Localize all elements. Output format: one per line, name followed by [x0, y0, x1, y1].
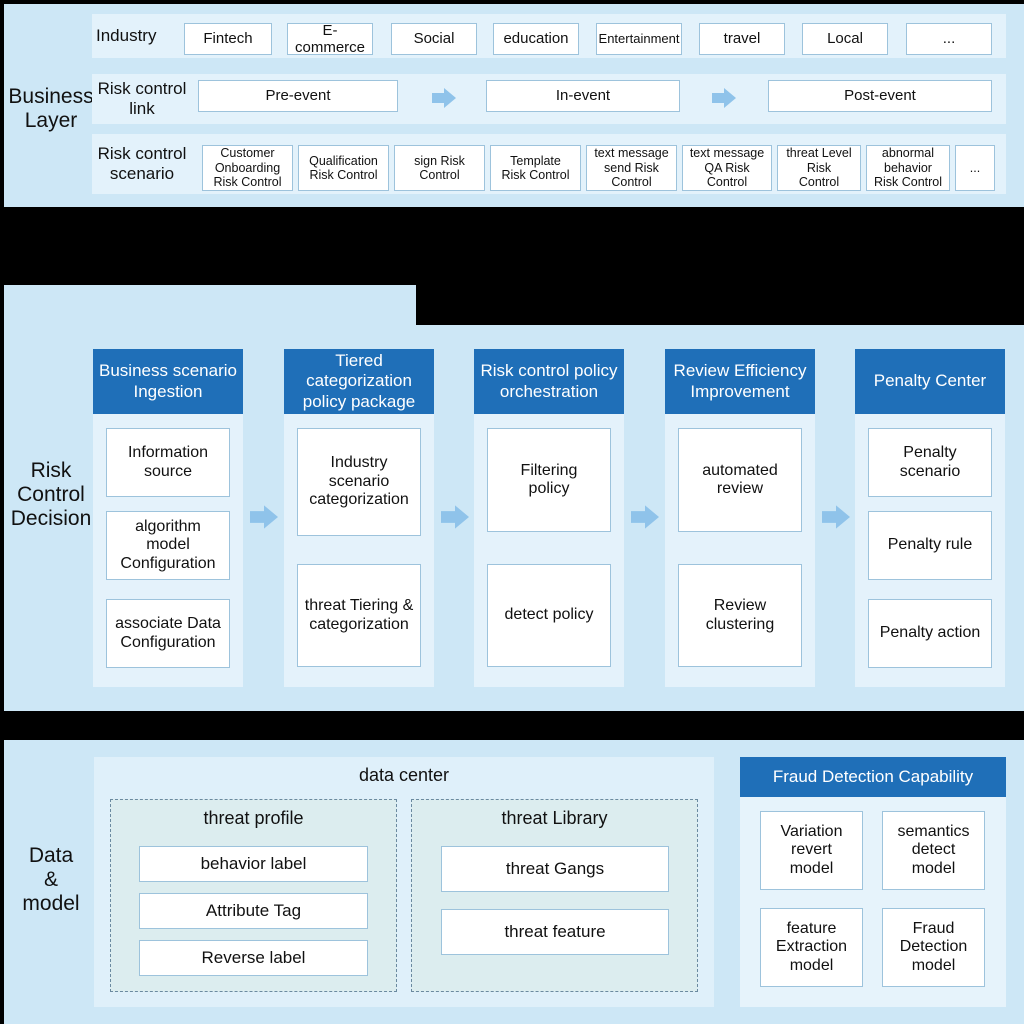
industry-item: Entertainment [596, 23, 682, 55]
threat-feature-box: threat feature [441, 909, 669, 955]
industry-item: travel [699, 23, 785, 55]
decision-column-title: Penalty Center [855, 349, 1005, 414]
threat-profile-title: threat profile [203, 808, 304, 828]
arrow-right-icon [432, 88, 456, 108]
threat-profile-group: threat profile behavior label Attribute … [110, 799, 397, 992]
scenario-item: ... [955, 145, 995, 191]
threat-library-group: threat Library threat Gangs threat featu… [411, 799, 698, 992]
threat-library-title: threat Library [501, 808, 608, 828]
data-center-panel: data center threat profile behavior labe… [94, 757, 714, 1007]
arrow-right-icon [822, 505, 850, 529]
arrow-right-icon [631, 505, 659, 529]
link-post-event: Post-event [768, 80, 992, 112]
arrow-right-icon [250, 505, 278, 529]
attribute-tag-box: Attribute Tag [139, 893, 368, 929]
behavior-label-box: behavior label [139, 846, 368, 882]
data-layer-label: Data&model [22, 843, 80, 916]
industry-item: ... [906, 23, 992, 55]
decision-item: threat Tiering &categorization [297, 564, 421, 667]
threat-gangs-box: threat Gangs [441, 846, 669, 892]
industry-item: Fintech [184, 23, 272, 55]
link-in-event: In-event [486, 80, 680, 112]
industry-item: Social [391, 23, 477, 55]
decision-layer-panel [4, 285, 416, 330]
industry-label: Industry [96, 26, 157, 46]
arrow-right-icon [441, 505, 469, 529]
industry-item: Local [802, 23, 888, 55]
decision-item: Penalty action [868, 599, 992, 668]
industry-item: E-commerce [287, 22, 373, 56]
data-center-title: data center [358, 765, 450, 785]
arrow-right-icon [712, 88, 736, 108]
link-pre-event: Pre-event [198, 80, 398, 112]
reverse-label-box: Reverse label [139, 940, 368, 976]
fraud-detection-title: Fraud Detection Capability [740, 757, 1006, 797]
decision-item: Penalty rule [868, 511, 992, 580]
industry-item: education [493, 23, 579, 55]
decision-item: detect policy [487, 564, 611, 667]
